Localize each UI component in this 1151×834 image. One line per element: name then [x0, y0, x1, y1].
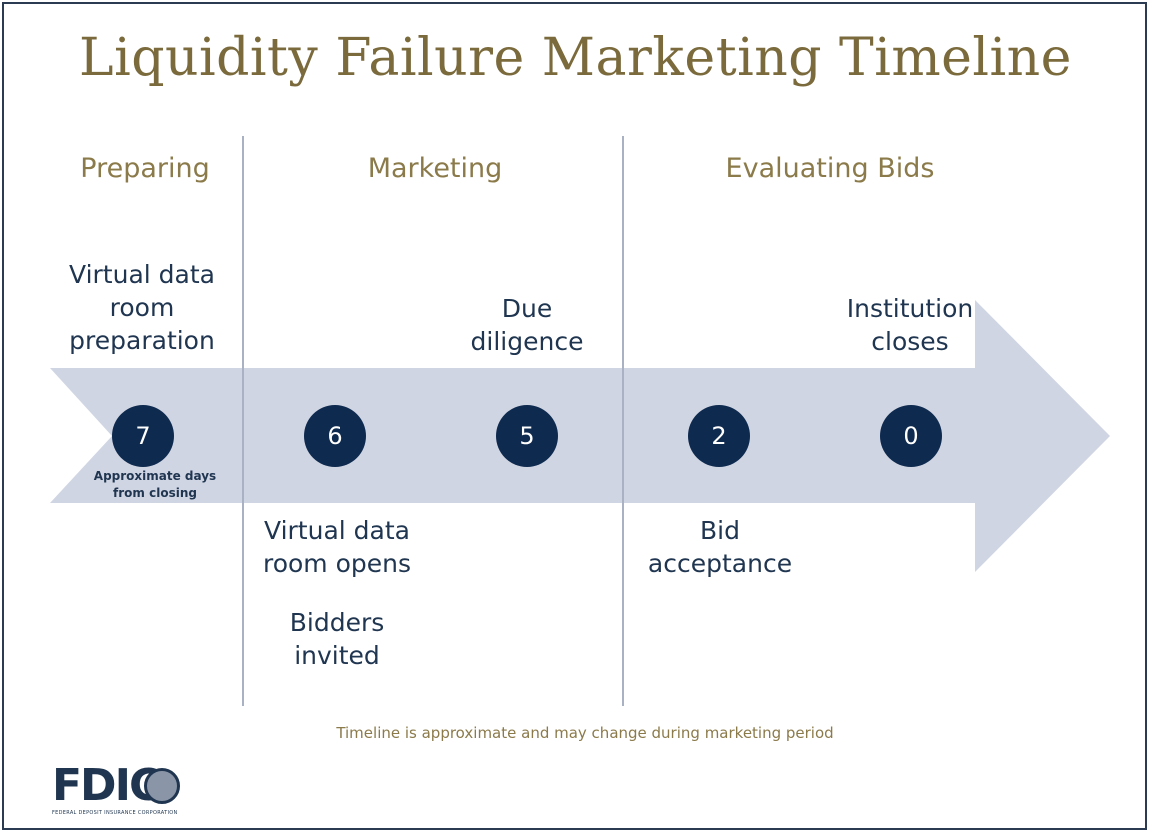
phase-preparing: Preparing [80, 153, 210, 184]
milestone-0-circle: 0 [880, 405, 942, 467]
event-bid-acceptance: Bid acceptance [647, 516, 793, 578]
logo-text: FDIC [52, 760, 161, 811]
milestone-7-circle: 7 [112, 405, 174, 467]
logo-subtext: FEDERAL DEPOSIT INSURANCE CORPORATION [52, 810, 178, 816]
milestone-2-circle: 2 [688, 405, 750, 467]
arrow-shape [50, 300, 1110, 572]
event-virtual-data-room-opens: Virtual data room opens [262, 516, 412, 578]
milestone-6-circle: 6 [304, 405, 366, 467]
phase-evaluating-bids: Evaluating Bids [725, 153, 935, 184]
phase-divider-2 [622, 136, 624, 706]
milestone-5-circle: 5 [496, 405, 558, 467]
fdic-logo: FDIC FEDERAL DEPOSIT INSURANCE CORPORATI… [52, 760, 180, 816]
days-note: Approximate days from closing [93, 469, 217, 500]
event-institution-closes: Institution closes [846, 294, 974, 356]
seal-icon [144, 768, 180, 804]
footer-note: Timeline is approximate and may change d… [336, 724, 834, 742]
phase-divider-1 [242, 136, 244, 706]
page-title: Liquidity Failure Marketing Timeline [79, 28, 1072, 88]
phase-marketing: Marketing [367, 153, 503, 184]
event-due-diligence: Due diligence [470, 294, 584, 356]
event-bidders-invited: Bidders invited [289, 608, 385, 670]
event-virtual-data-room-preparation: Virtual data room preparation [69, 260, 215, 355]
